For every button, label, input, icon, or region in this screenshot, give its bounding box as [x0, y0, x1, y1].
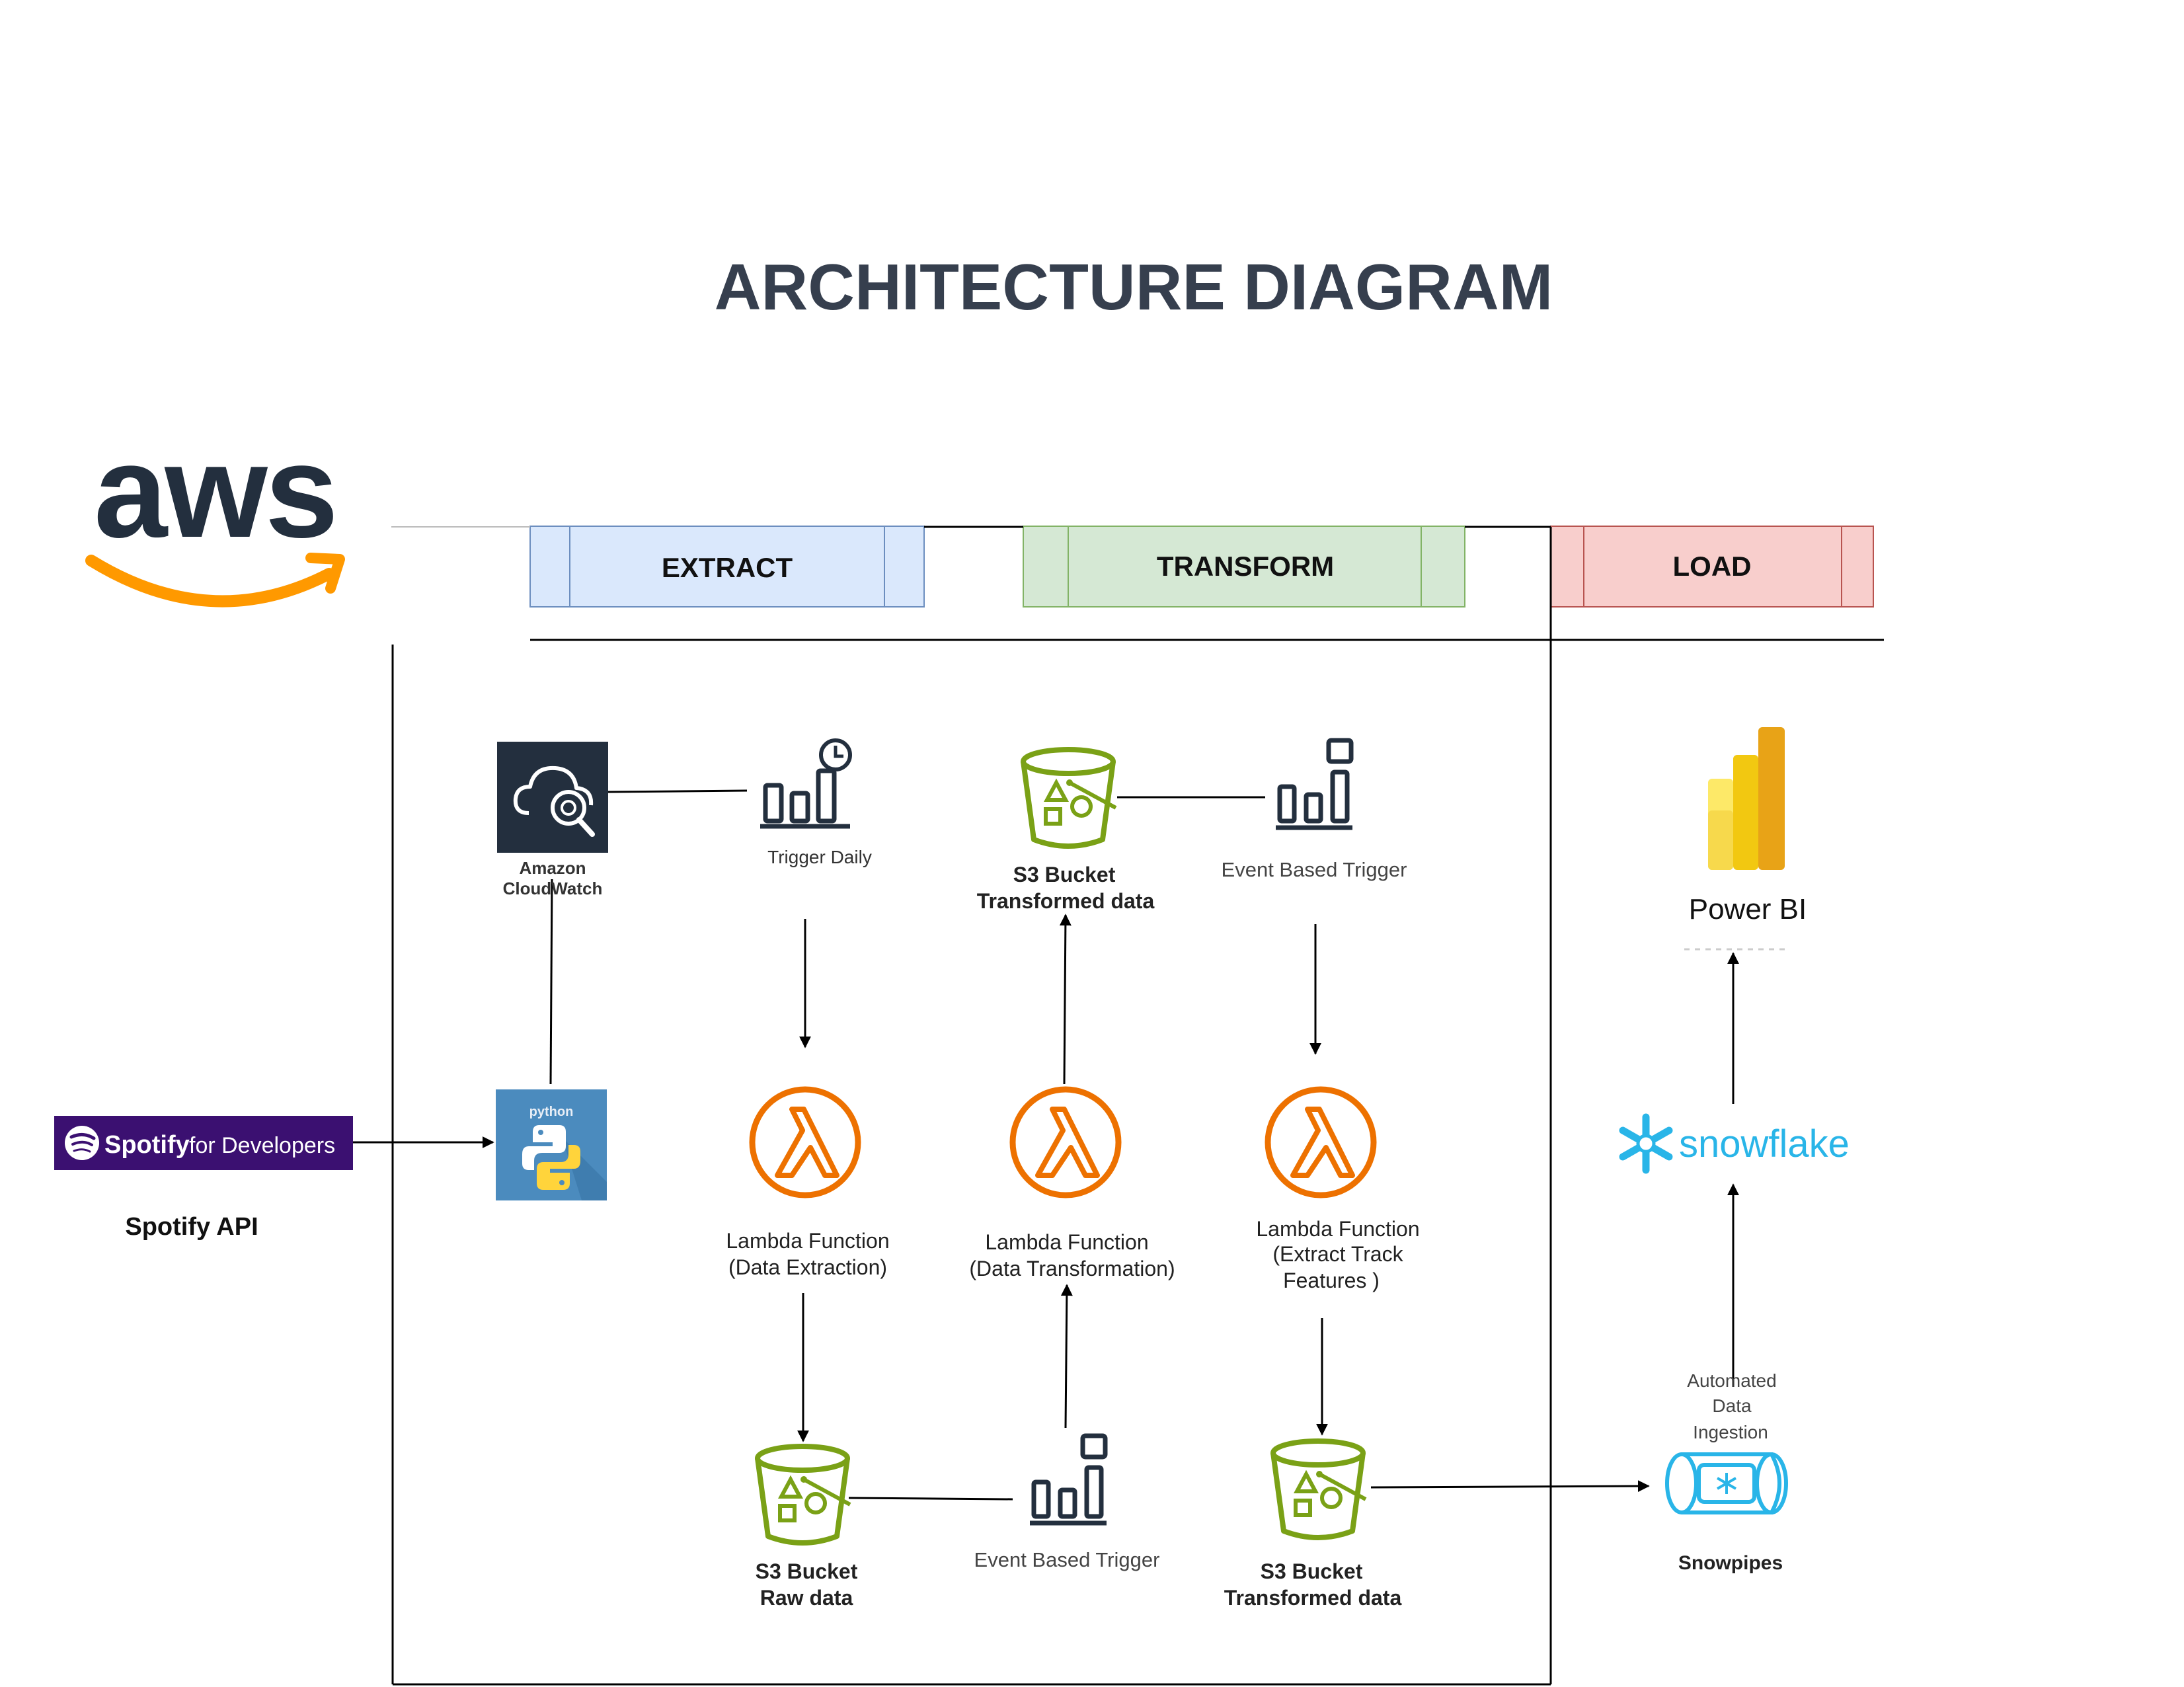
lambda-extract-label-line1: Lambda Function — [726, 1229, 889, 1253]
lambda-transform-label-line2: (Data Transformation) — [969, 1257, 1175, 1280]
power-bi-icon — [1708, 727, 1785, 870]
trigger-daily-label: Trigger Daily — [767, 847, 872, 867]
s3-transformed-top-icon — [1023, 750, 1116, 846]
lambda-features-icon — [1268, 1089, 1374, 1195]
s3-transformed-bottom-label-line1: S3 Bucket — [1261, 1559, 1363, 1583]
s3-transformed-bottom-label-line2: Transformed data — [1224, 1586, 1402, 1610]
spotify-logo: Spotify for Developers — [54, 1116, 353, 1170]
snowpipe-icon — [1665, 1452, 1788, 1514]
page-title: ARCHITECTURE DIAGRAM — [715, 251, 1553, 323]
lambda-extract-icon — [752, 1089, 858, 1195]
lambda-transform-label-line1: Lambda Function — [985, 1230, 1148, 1254]
stage-load-label: LOAD — [1673, 551, 1752, 582]
stage-transform-label: TRANSFORM — [1157, 551, 1334, 582]
stage-transform: TRANSFORM — [1023, 526, 1465, 608]
ingestion-label-line1: Automated — [1687, 1370, 1776, 1391]
event-trigger-transformed-icon — [1276, 740, 1352, 828]
aws-logo-text: aws — [94, 418, 336, 565]
spotify-api-label: Spotify API — [125, 1213, 258, 1241]
python-icon: python — [496, 1089, 607, 1200]
event-trigger-raw-icon — [1030, 1436, 1107, 1523]
lambda-extract-label-line2: (Data Extraction) — [728, 1255, 887, 1279]
connectors — [353, 789, 1739, 1501]
snowflake-logo-text: snowflake — [1679, 1122, 1850, 1165]
cloudwatch-label-line1: Amazon — [519, 858, 586, 878]
ingestion-label-line2: Data — [1712, 1395, 1752, 1416]
event-trigger-transformed-label: Event Based Trigger — [1222, 858, 1407, 881]
snowpipes-label: Snowpipes — [1678, 1552, 1783, 1574]
event-trigger-raw-label: Event Based Trigger — [974, 1548, 1160, 1571]
spotify-suffix-text: for Developers — [189, 1133, 335, 1158]
aws-boundary — [391, 526, 1884, 1686]
s3-transformed-top-label-line1: S3 Bucket — [1013, 863, 1116, 886]
cloudwatch-label-line2: CloudWatch — [503, 879, 603, 898]
lambda-features-label-line3: Features ) — [1283, 1269, 1380, 1292]
trigger-clock-icon — [760, 738, 852, 829]
lambda-transform-icon — [1013, 1089, 1118, 1195]
s3-raw-icon — [758, 1446, 850, 1543]
cloudwatch-icon — [497, 742, 608, 853]
power-bi-label: Power BI — [1689, 893, 1807, 925]
s3-raw-label-line2: Raw data — [760, 1586, 853, 1610]
ingestion-label-line3: Ingestion — [1693, 1422, 1768, 1442]
stage-load: LOAD — [1550, 526, 1874, 608]
snowflake-logo: snowflake — [1619, 1113, 1850, 1174]
s3-raw-label-line1: S3 Bucket — [756, 1559, 858, 1583]
s3-transformed-top-label-line2: Transformed data — [977, 889, 1155, 913]
lambda-features-label-line1: Lambda Function — [1256, 1217, 1419, 1241]
python-badge-text: python — [529, 1105, 574, 1119]
spotify-brand-text: Spotify — [104, 1131, 190, 1159]
stage-extract: EXTRACT — [529, 526, 925, 608]
lambda-features-label-line2: (Extract Track — [1272, 1242, 1403, 1266]
stage-extract-label: EXTRACT — [662, 552, 793, 583]
s3-transformed-bottom-icon — [1273, 1441, 1366, 1538]
aws-logo: aws — [85, 418, 345, 608]
